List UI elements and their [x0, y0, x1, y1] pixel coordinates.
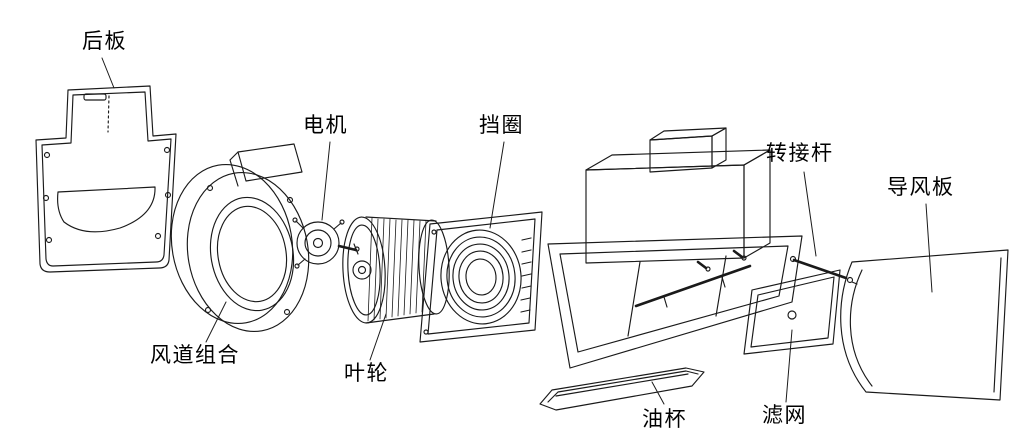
leader-retaining-ring: [489, 141, 505, 229]
label-adapter-rod: 转接杆: [766, 141, 834, 165]
duct-assembly-part: [170, 143, 310, 333]
label-duct-assembly: 风道组合: [150, 343, 240, 367]
label-impeller: 叶轮: [344, 361, 389, 385]
label-air-guide-plate: 导风板: [887, 175, 955, 199]
label-oil-cup: 油杯: [642, 407, 687, 431]
leader-lines: [101, 57, 933, 405]
leader-back-panel: [101, 57, 115, 89]
filter-part: [743, 269, 841, 355]
label-back-panel: 后板: [82, 29, 127, 53]
back-panel-part: [35, 85, 177, 273]
hood-body-part: [547, 127, 803, 369]
retaining-ring-part: [419, 211, 543, 343]
leader-duct-assembly: [205, 301, 227, 343]
air-guide-plate-part: [840, 249, 1009, 401]
leader-oil-cup: [651, 381, 665, 405]
leader-motor: [321, 141, 331, 221]
oil-cup-part: [539, 367, 705, 411]
label-motor: 电机: [303, 113, 348, 137]
leader-adapter-rod: [803, 171, 817, 257]
motor-part: [292, 217, 360, 269]
label-filter: 滤网: [762, 403, 807, 427]
leader-filter: [785, 329, 793, 403]
leader-impeller: [369, 313, 387, 361]
label-retaining-ring: 挡圈: [479, 113, 524, 137]
impeller-part: [342, 216, 450, 324]
leader-air-guide: [925, 203, 933, 293]
